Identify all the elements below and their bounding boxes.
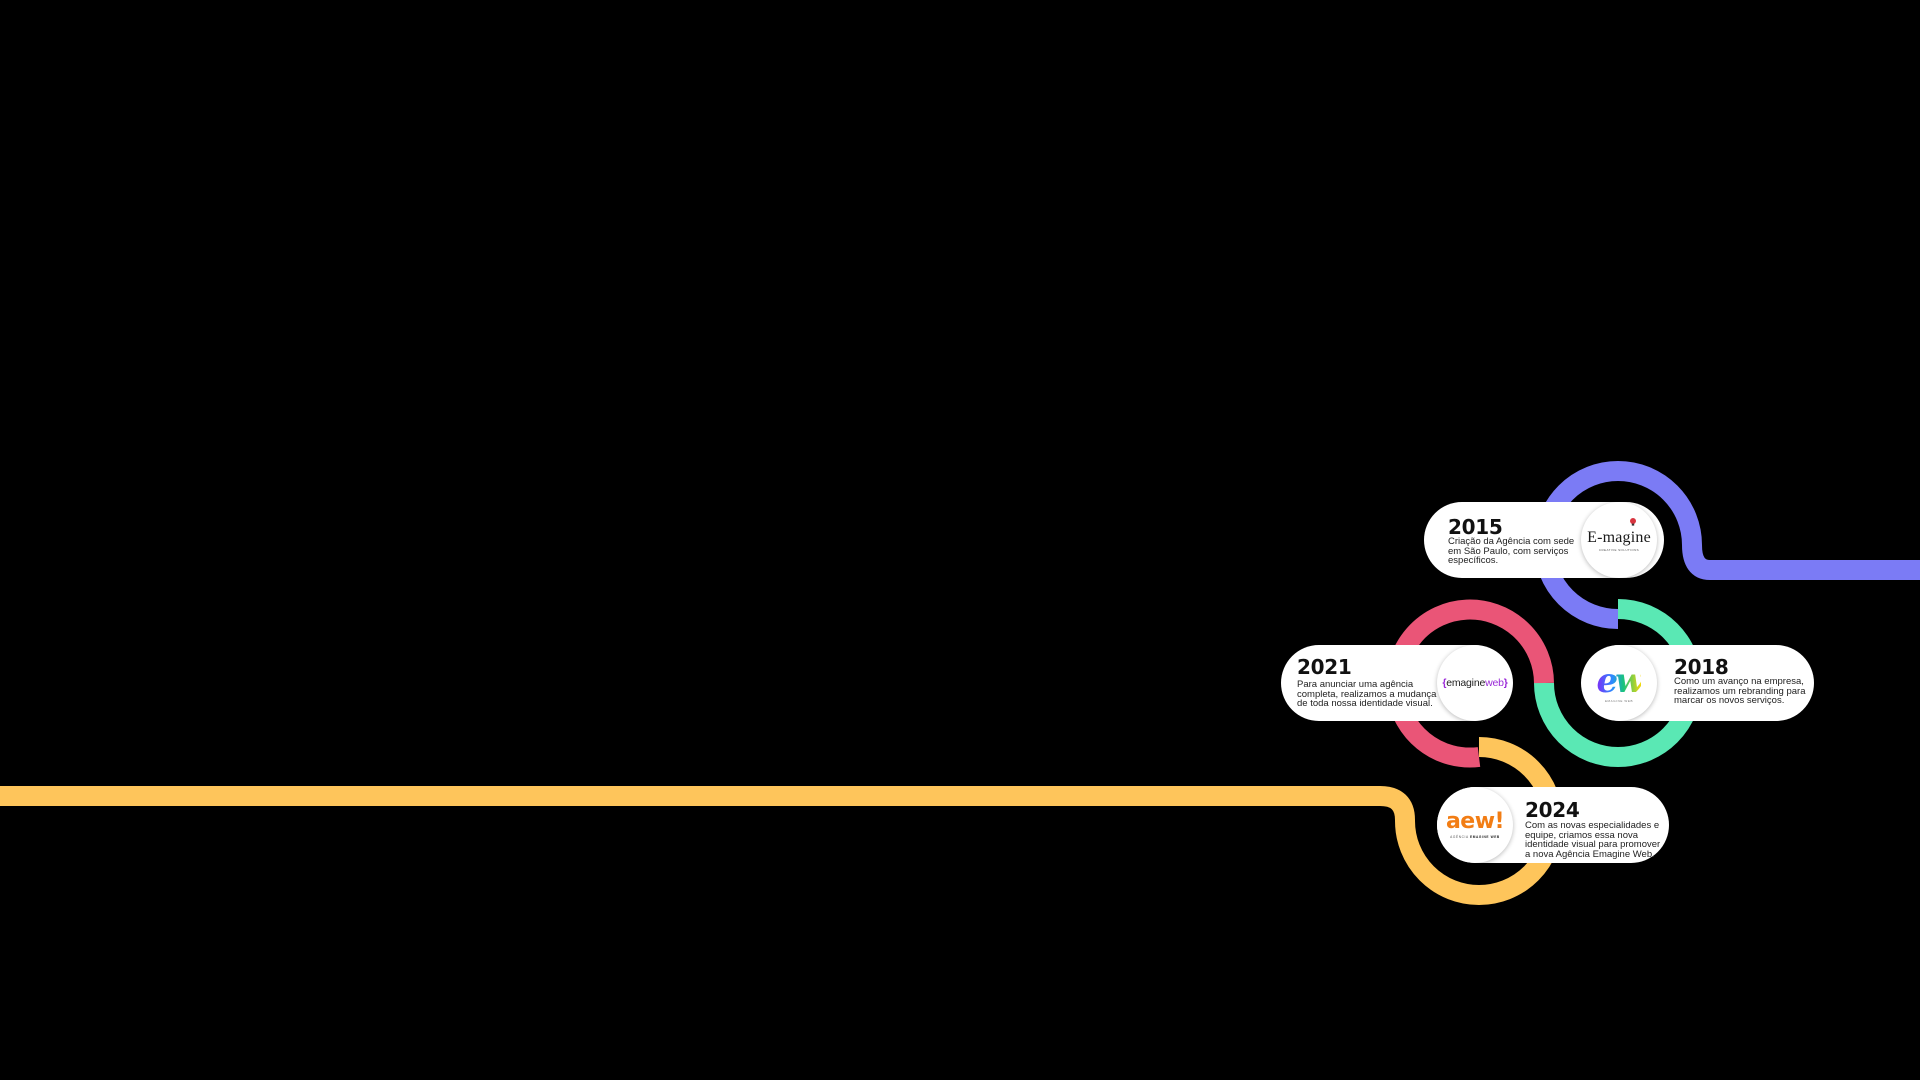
milestone-year-2015: 2015 <box>1448 515 1503 539</box>
milestone-year-2021: 2021 <box>1297 655 1352 679</box>
milestone-logo-2015: E-magine CREATIVE SOLUTIONS <box>1581 502 1657 578</box>
track-segment-2024 <box>0 737 1563 905</box>
milestone-description-2021: Para anunciar uma agência completa, real… <box>1297 679 1437 709</box>
ew-logo: ew <box>1596 660 1645 701</box>
e-magine-logo-subtext: CREATIVE SOLUTIONS <box>1598 547 1640 552</box>
ew-logo-subtext: EMAGINE WEB <box>1604 698 1634 703</box>
e-magine-logo: E-magine <box>1587 517 1651 547</box>
aew-logo: aew! <box>1445 809 1505 834</box>
aew-logo-subtext: AGÊNCIA EMAGINE WEB <box>1450 835 1500 839</box>
milestone-year-2024: 2024 <box>1525 798 1580 822</box>
milestone-logo-2024: aew! AGÊNCIA EMAGINE WEB <box>1437 787 1513 863</box>
track-segment-2018 <box>1534 599 1702 767</box>
milestone-year-2018: 2018 <box>1674 655 1729 679</box>
emagine-web-logo: {emagineweb} <box>1442 677 1508 689</box>
track-segment-2015 <box>1534 461 1920 629</box>
milestone-logo-2021: {emagineweb} <box>1437 645 1513 721</box>
milestone-logo-2018: ew EMAGINE WEB <box>1581 645 1657 721</box>
milestone-description-2024: Com as novas especialidades e equipe, cr… <box>1525 820 1661 860</box>
milestone-description-2018: Como um avanço na empresa, realizamos um… <box>1674 676 1806 706</box>
track-segment-2021 <box>1386 599 1554 768</box>
milestone-description-2015: Criação da Agência com sede em São Paulo… <box>1448 536 1575 566</box>
lightbulb-icon <box>1629 517 1636 526</box>
